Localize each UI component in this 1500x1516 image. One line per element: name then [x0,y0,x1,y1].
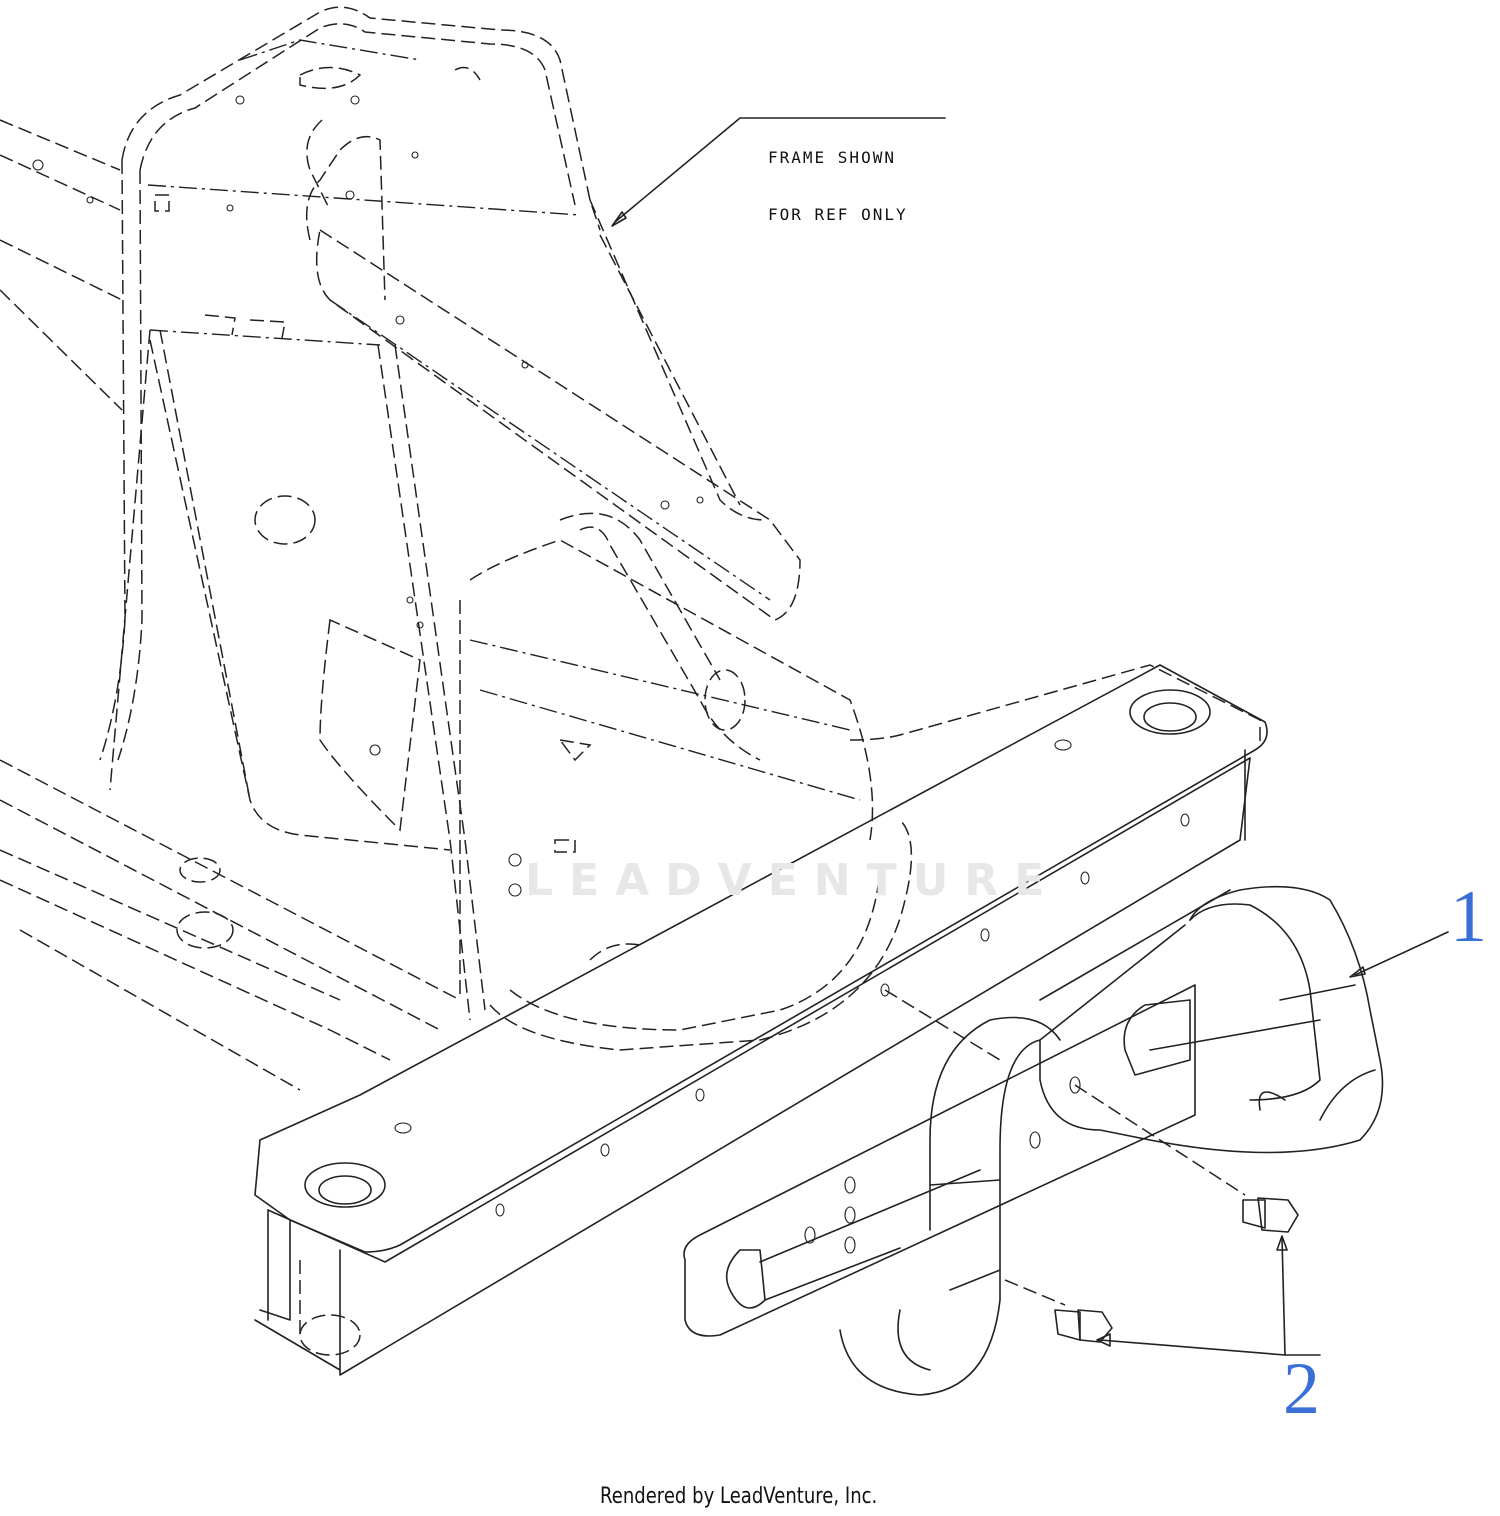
callout-1: 1 [1450,876,1487,958]
watermark-logo: LEADVENTURE [525,855,1061,906]
frame-reference-note: FRAME SHOWN FOR REF ONLY [768,110,908,243]
part-1-bumper-tube [683,885,1384,1396]
callout-2: 2 [1283,1348,1320,1430]
part-2-bolts [1054,1197,1299,1343]
note-line-2: FOR REF ONLY [768,205,908,224]
note-line-1: FRAME SHOWN [768,148,896,167]
reference-frame [0,6,1261,1091]
footer-credit: Rendered by LeadVenture, Inc. [600,1484,878,1509]
rear-frame-rail [254,664,1268,1376]
leader-lines [611,117,1449,1356]
